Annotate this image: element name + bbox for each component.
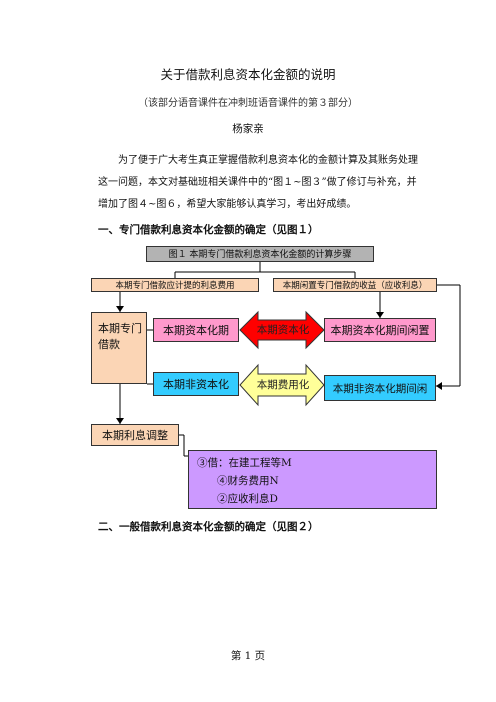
section-heading-2: 二、一般借款利息资本化金额的确定（见图２） — [98, 521, 319, 533]
journal-entry-box: ③借：在建工程等M ④财务费用N ②应收利息D — [188, 450, 437, 509]
cap-idle-box: 本期资本化期间闲置 — [324, 318, 436, 342]
entry-line-2: ④财务费用N — [217, 475, 279, 487]
special-loan-box: 本期专门借款 — [91, 312, 147, 384]
expense-arrow-label: 本期费用化 — [256, 379, 310, 391]
cap-arrow-label: 本期资本化 — [256, 324, 310, 336]
entry-line-3: ②应收利息D — [217, 493, 278, 505]
noncap-idle-box: 本期非资本化期间闲 — [324, 375, 436, 401]
document-subtitle: （该部分语音课件在冲刺班语音课件的第３部分） — [138, 98, 358, 109]
author: 杨家亲 — [232, 123, 264, 135]
page-footer: 第 1 页 — [230, 650, 266, 662]
intro-paragraph: 为了便于广大考生真正掌握借款利息资本化的金额计算及其账务处理这一问题，本文对基础… — [98, 155, 418, 210]
document-title: 关于借款利息资本化金额的说明 — [160, 67, 336, 82]
interest-expense-box: 本期专门借款应计提的利息费用 — [91, 278, 259, 292]
idle-income-box: 本期闲置专门借款的收益（应收利息） — [273, 278, 437, 292]
entry-line-1: ③借：在建工程等M — [197, 457, 292, 469]
interest-adjust-box: 本期利息调整 — [91, 424, 179, 446]
figure-label: 图１ 本期专门借款利息资本化金额的计算步骤 — [146, 246, 374, 262]
cap-period-box: 本期资本化期 — [153, 318, 239, 342]
section-heading-1: 一、专门借款利息资本化金额的确定（见图１） — [98, 224, 319, 236]
noncap-period-box: 本期非资本化 — [153, 372, 239, 396]
